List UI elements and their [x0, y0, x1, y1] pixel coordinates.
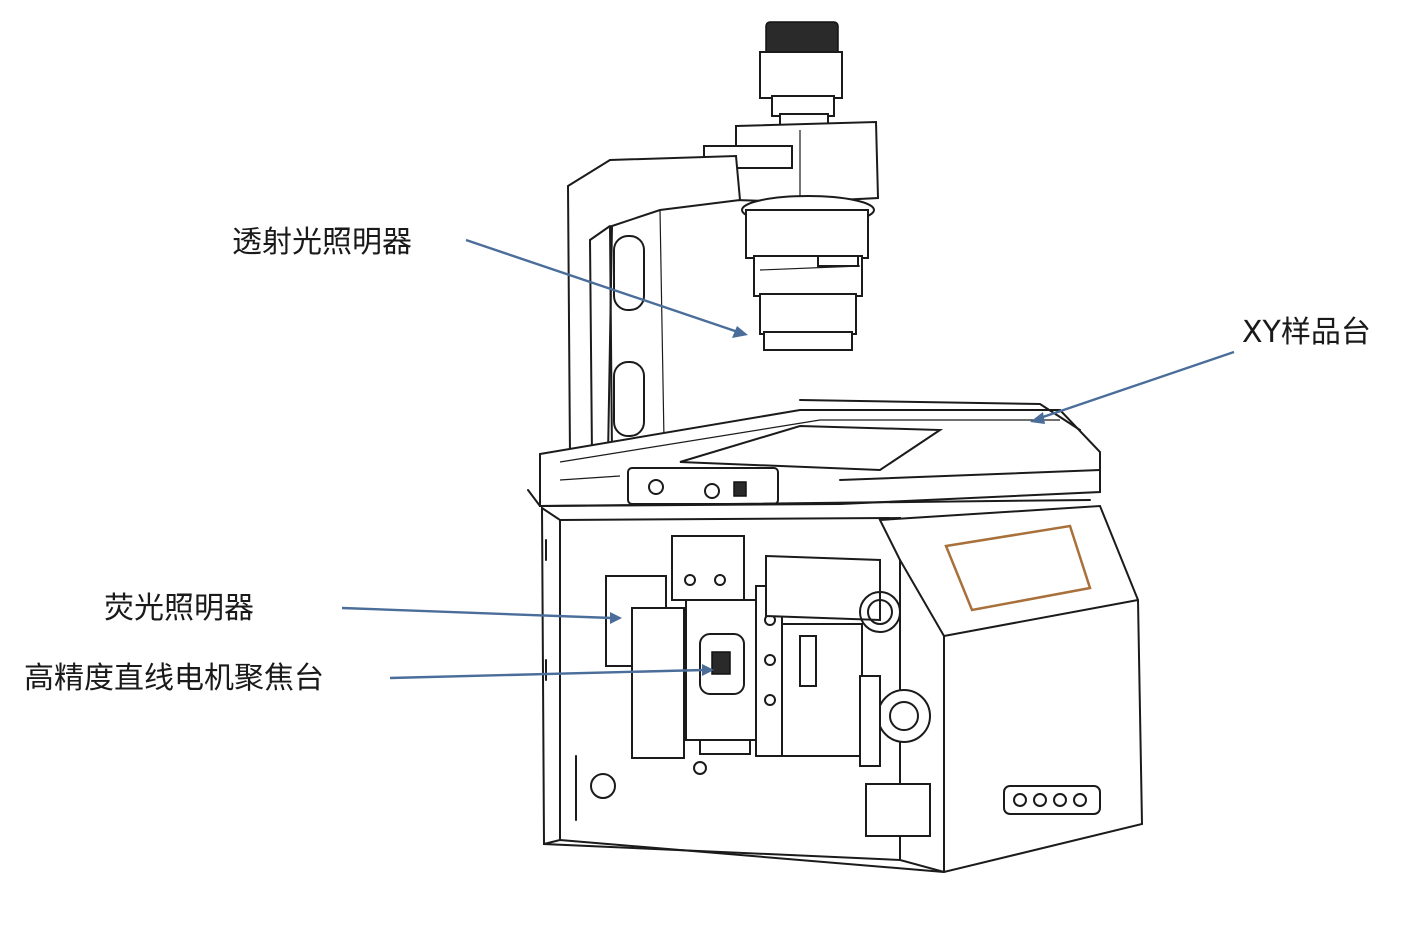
- arrowhead-focus-stage: [702, 664, 714, 676]
- xy-stage: [527, 399, 1101, 508]
- arrowhead-fluorescence: [610, 612, 622, 624]
- leader-line-transmitted: [465, 238, 739, 334]
- arrowhead-transmitted: [732, 326, 748, 338]
- leader-line-xy-stage: [1039, 350, 1235, 420]
- transmitted-illuminator-body: [741, 195, 875, 351]
- inner-mechanism: [605, 535, 931, 837]
- camera: [759, 21, 843, 133]
- leader-lines: [341, 238, 1235, 680]
- vertical-arm: [566, 154, 742, 457]
- arrowhead-xy-stage: [1030, 412, 1045, 424]
- leader-line-focus-stage: [389, 668, 705, 680]
- label-transmitted-illuminator: 透射光照明器: [232, 225, 412, 260]
- label-linear-motor-focus-stage: 高精度直线电机聚焦台: [24, 661, 324, 696]
- label-xy-stage: XY样品台: [1242, 315, 1371, 350]
- leader-line-fluorescence: [341, 606, 613, 620]
- label-fluorescence-illuminator: 荧光照明器: [104, 591, 254, 626]
